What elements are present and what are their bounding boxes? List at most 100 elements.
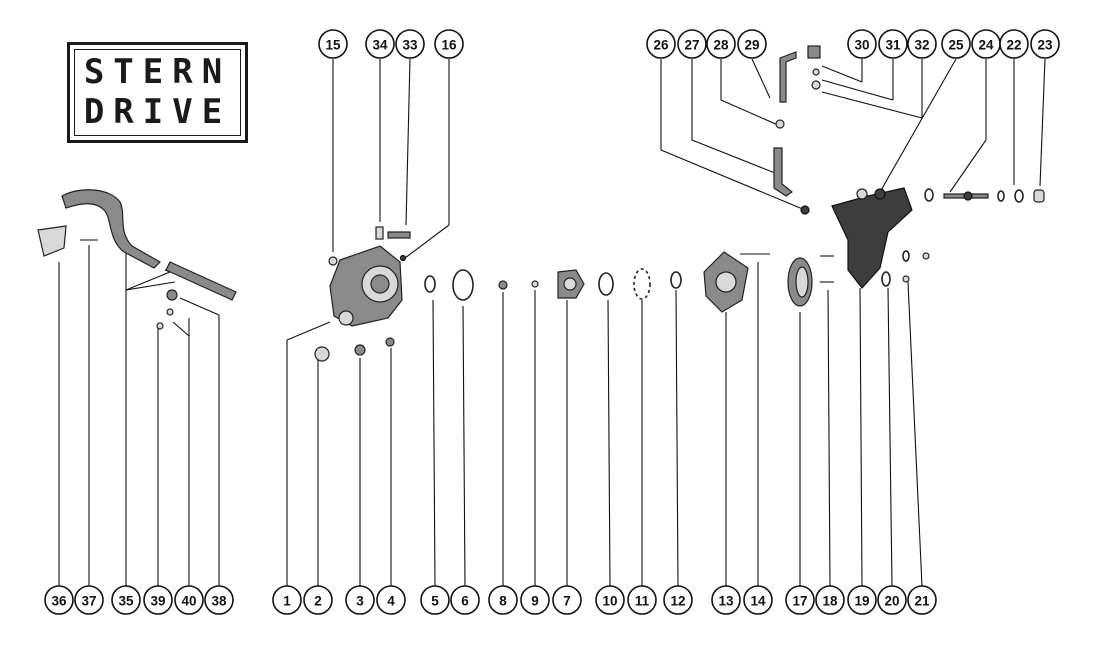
callout-number: 21 — [914, 594, 930, 609]
callout-circle — [303, 585, 333, 615]
callout-12: 12 — [663, 585, 693, 615]
callout-circle — [365, 29, 395, 59]
callout-15: 15 — [318, 29, 348, 59]
callout-number: 11 — [635, 594, 650, 609]
callout-36: 36 — [44, 585, 74, 615]
callout-circle — [847, 585, 877, 615]
callout-28: 28 — [706, 29, 736, 59]
callout-circle — [488, 585, 518, 615]
callout-circle — [44, 585, 74, 615]
callout-number: 30 — [854, 38, 869, 53]
stern-drive-title-box: STERN DRIVE — [67, 42, 248, 143]
callout-32: 32 — [907, 29, 937, 59]
callout-number: 14 — [750, 594, 766, 609]
title-line-drive: DRIVE — [83, 92, 232, 132]
callout-circle — [420, 585, 450, 615]
callout-11: 11 — [627, 585, 657, 615]
callout-number: 1 — [283, 594, 291, 609]
callout-circle — [450, 585, 480, 615]
callout-number: 16 — [441, 38, 457, 53]
callout-number: 28 — [713, 38, 729, 53]
callout-9: 9 — [520, 585, 550, 615]
callout-number: 23 — [1037, 38, 1053, 53]
callout-circle — [663, 585, 693, 615]
callout-number: 3 — [356, 594, 364, 609]
callout-circle — [877, 585, 907, 615]
callout-13: 13 — [711, 585, 741, 615]
callout-number: 32 — [914, 38, 929, 53]
callout-circle — [111, 585, 141, 615]
callout-circle — [174, 585, 204, 615]
callout-number: 24 — [978, 38, 994, 53]
callout-number: 4 — [387, 594, 395, 609]
callout-34: 34 — [365, 29, 395, 59]
callout-circle — [345, 585, 375, 615]
callout-circle — [395, 29, 425, 59]
callout-circle — [74, 585, 104, 615]
callout-number: 7 — [563, 594, 571, 609]
callout-number: 8 — [499, 594, 507, 609]
callout-number: 36 — [51, 594, 67, 609]
callout-3: 3 — [345, 585, 375, 615]
callout-22: 22 — [999, 29, 1029, 59]
callout-number: 38 — [211, 594, 227, 609]
callout-2: 2 — [303, 585, 333, 615]
callout-number: 26 — [653, 38, 669, 53]
callout-number: 5 — [431, 594, 439, 609]
callout-circle — [376, 585, 406, 615]
callout-number: 29 — [744, 38, 759, 53]
callout-14: 14 — [743, 585, 773, 615]
callout-39: 39 — [143, 585, 173, 615]
callout-circle — [737, 29, 767, 59]
callout-circle — [595, 585, 625, 615]
callout-circle — [706, 29, 736, 59]
callout-number: 37 — [81, 594, 96, 609]
callout-circle — [815, 585, 845, 615]
callout-number: 17 — [792, 594, 807, 609]
callout-circle — [941, 29, 971, 59]
callout-10: 10 — [595, 585, 625, 615]
bracket-19-part — [831, 187, 913, 289]
callout-circle — [627, 585, 657, 615]
callout-circle — [677, 29, 707, 59]
callout-circle — [646, 29, 676, 59]
callout-circle — [711, 585, 741, 615]
callout-circle — [743, 585, 773, 615]
callout-24: 24 — [971, 29, 1001, 59]
callout-circle — [272, 585, 302, 615]
callout-6: 6 — [450, 585, 480, 615]
callout-number: 6 — [461, 594, 469, 609]
callout-21: 21 — [907, 585, 937, 615]
callout-8: 8 — [488, 585, 518, 615]
callout-circle — [204, 585, 234, 615]
callout-number: 20 — [884, 594, 899, 609]
callout-38: 38 — [204, 585, 234, 615]
callout-number: 12 — [670, 594, 685, 609]
callout-circle — [907, 585, 937, 615]
callout-circle — [907, 29, 937, 59]
callout-number: 10 — [602, 594, 617, 609]
title-inner-border — [74, 49, 241, 136]
callout-number: 2 — [314, 594, 322, 609]
callout-number: 13 — [718, 594, 734, 609]
callout-number: 39 — [150, 594, 165, 609]
callout-circle — [318, 29, 348, 59]
callout-circle — [520, 585, 550, 615]
callout-37: 37 — [74, 585, 104, 615]
callout-33: 33 — [395, 29, 425, 59]
parts-artwork — [37, 45, 1045, 362]
callout-number: 40 — [181, 594, 196, 609]
callout-40: 40 — [174, 585, 204, 615]
callout-29: 29 — [737, 29, 767, 59]
callout-number: 31 — [885, 38, 901, 53]
callout-circle — [143, 585, 173, 615]
callout-number: 18 — [822, 594, 838, 609]
callout-19: 19 — [847, 585, 877, 615]
callout-26: 26 — [646, 29, 676, 59]
callout-35: 35 — [111, 585, 141, 615]
callout-31: 31 — [878, 29, 908, 59]
callout-number: 15 — [325, 38, 341, 53]
